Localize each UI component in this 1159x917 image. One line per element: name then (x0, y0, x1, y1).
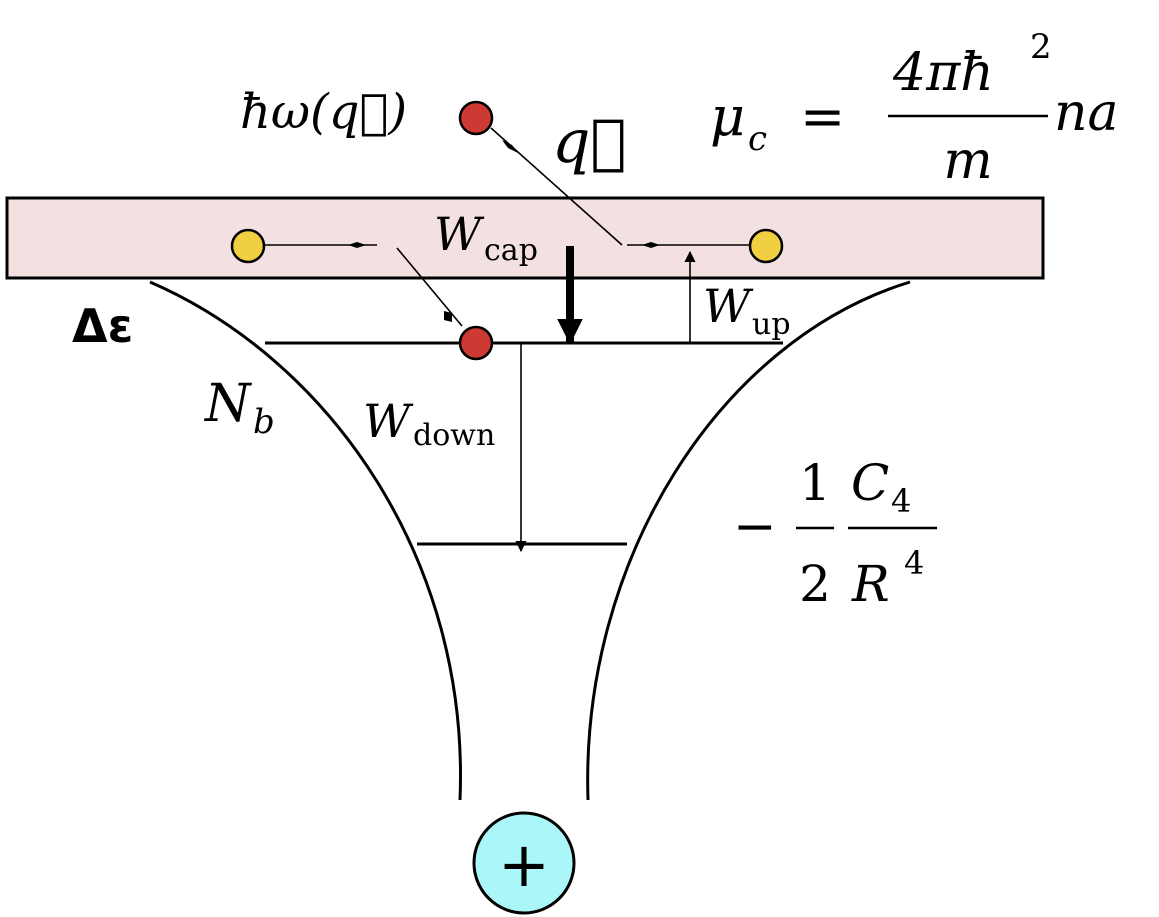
mu-rhs: na (1054, 83, 1119, 143)
potential-minus: − (733, 497, 777, 557)
phonon-energy-label: ħω(q⃗) (240, 84, 407, 140)
potential-num-2-sub: 4 (891, 482, 911, 520)
w-cap-label-main: W (434, 207, 485, 261)
mu-subscript: c (748, 119, 767, 159)
ion-plus-sign: + (498, 828, 550, 901)
momentum-label: q⃗ (552, 107, 626, 177)
potential-num-2-main: C (851, 454, 889, 512)
mu-symbol: μ (710, 85, 745, 148)
nb-label-main: N (203, 374, 252, 434)
potential-den-2-main: R (851, 555, 890, 613)
potential-den-2-exp: 4 (904, 544, 924, 582)
w-down-label-main: W (363, 394, 414, 448)
collision-line-right-diamond (642, 242, 660, 248)
nb-label-sub: b (253, 402, 275, 442)
collision-line-left-diamond (348, 242, 366, 248)
mu-numerator: 4πħ (892, 43, 994, 103)
capture-path-down-diamond (444, 311, 452, 322)
potential-wall-right (586, 280, 911, 801)
condensate-band (5, 196, 1045, 280)
atom-red-scattered (458, 100, 494, 136)
w-cap-label-sub: cap (484, 233, 538, 268)
w-down-label-sub: down (413, 418, 495, 453)
w-up-label-main: W (703, 279, 754, 333)
scatter-path-up-diamond (502, 140, 518, 153)
atom-red-bound (458, 325, 494, 361)
potential-den-1: 2 (799, 555, 831, 613)
atom-yellow-right (748, 228, 784, 264)
potential-wall-left (149, 280, 462, 801)
mu-denominator: m (943, 131, 992, 191)
mu-numerator-exponent: 2 (1030, 27, 1052, 67)
atom-yellow-left (230, 228, 266, 264)
potential-num-1: 1 (799, 454, 831, 512)
w-up-label-sub: up (752, 307, 791, 342)
equals-sign: = (800, 85, 845, 148)
delta-epsilon-label: Δε (72, 299, 133, 353)
ion-core (472, 811, 576, 915)
